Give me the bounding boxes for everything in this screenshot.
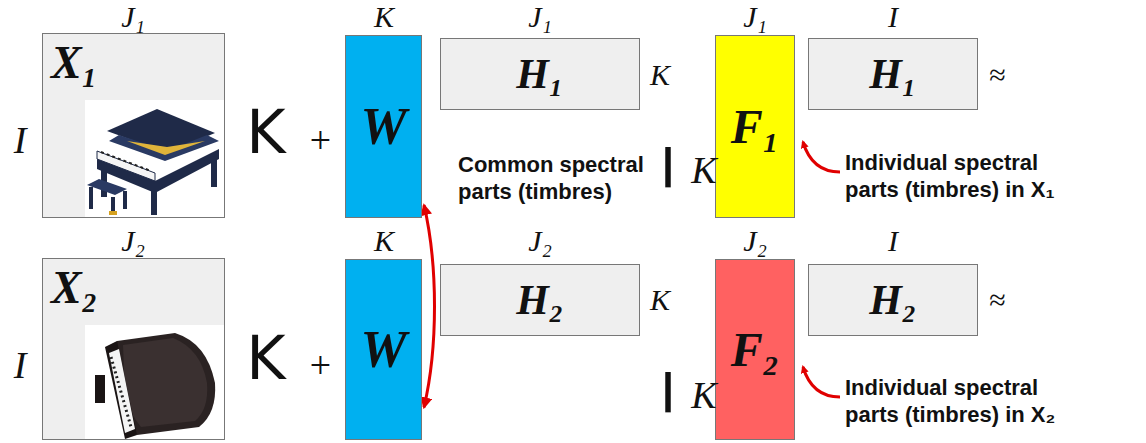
piano-illustration (87, 323, 223, 439)
factor-matrix-box: H₂ (440, 264, 640, 336)
factor-matrix-box: W (345, 259, 422, 440)
dimension-label: I (888, 2, 898, 32)
matrix-symbol: W (360, 324, 406, 376)
plus-sign: I (660, 140, 677, 196)
approx-sign: K (246, 328, 285, 388)
dimension-label: + (307, 346, 333, 384)
leader-line (803, 367, 840, 397)
factor-matrix-box: F₁ (715, 35, 795, 218)
dimension-label: K (650, 60, 670, 90)
annotation-text: Individual spectral parts (timbres) in X… (845, 150, 1095, 204)
dimension-label: K (374, 226, 394, 256)
factor-matrix-box: W (345, 35, 422, 218)
dimension-label: J₁ (528, 2, 552, 32)
matrix-symbol: F₁ (731, 103, 780, 151)
factor-matrix-box: F₂ (715, 259, 795, 440)
matrix-symbol: H₁ (869, 53, 916, 95)
dimension-label: J₂ (743, 226, 767, 256)
dimension-label: J₁ (121, 2, 145, 32)
matrix-symbol: W (360, 101, 406, 153)
matrix-symbol: X₁ (43, 34, 98, 86)
data-matrix-box: X₂ (42, 258, 225, 440)
dimension-label: K (691, 151, 716, 189)
matrix-symbol: H₁ (516, 53, 563, 95)
matrix-symbol: X₂ (43, 259, 98, 311)
dimension-label: I (14, 346, 27, 384)
approx-sign: K (246, 102, 285, 162)
dimension-label: J₂ (528, 226, 552, 256)
annotation-text: Individual spectral parts (timbres) in X… (845, 375, 1095, 429)
factor-matrix-box: H₂ (808, 264, 978, 336)
dimension-label: ≈ (989, 60, 1005, 90)
data-matrix-box: X₁ (42, 33, 225, 218)
shared-link-arrow (424, 205, 435, 407)
dimension-label: K (650, 285, 670, 315)
dimension-label: K (374, 2, 394, 32)
matrix-symbol: F₂ (731, 326, 780, 374)
matrix-symbol: H₂ (516, 279, 563, 321)
factor-matrix-box: H₁ (808, 38, 978, 110)
plus-sign: I (660, 365, 677, 421)
dimension-label: ≈ (989, 285, 1005, 315)
dimension-label: J₁ (743, 2, 767, 32)
dimension-label: J₂ (121, 226, 145, 256)
annotation-text: Common spectral parts (timbres) (458, 152, 663, 206)
dimension-label: + (307, 121, 333, 159)
factor-matrix-box: H₁ (440, 38, 640, 110)
matrix-symbol: H₂ (869, 279, 916, 321)
piano-illustration (87, 101, 223, 217)
leader-line (803, 142, 840, 172)
dimension-label: I (14, 121, 27, 159)
dimension-label: I (888, 226, 898, 256)
dimension-label: K (691, 376, 716, 414)
